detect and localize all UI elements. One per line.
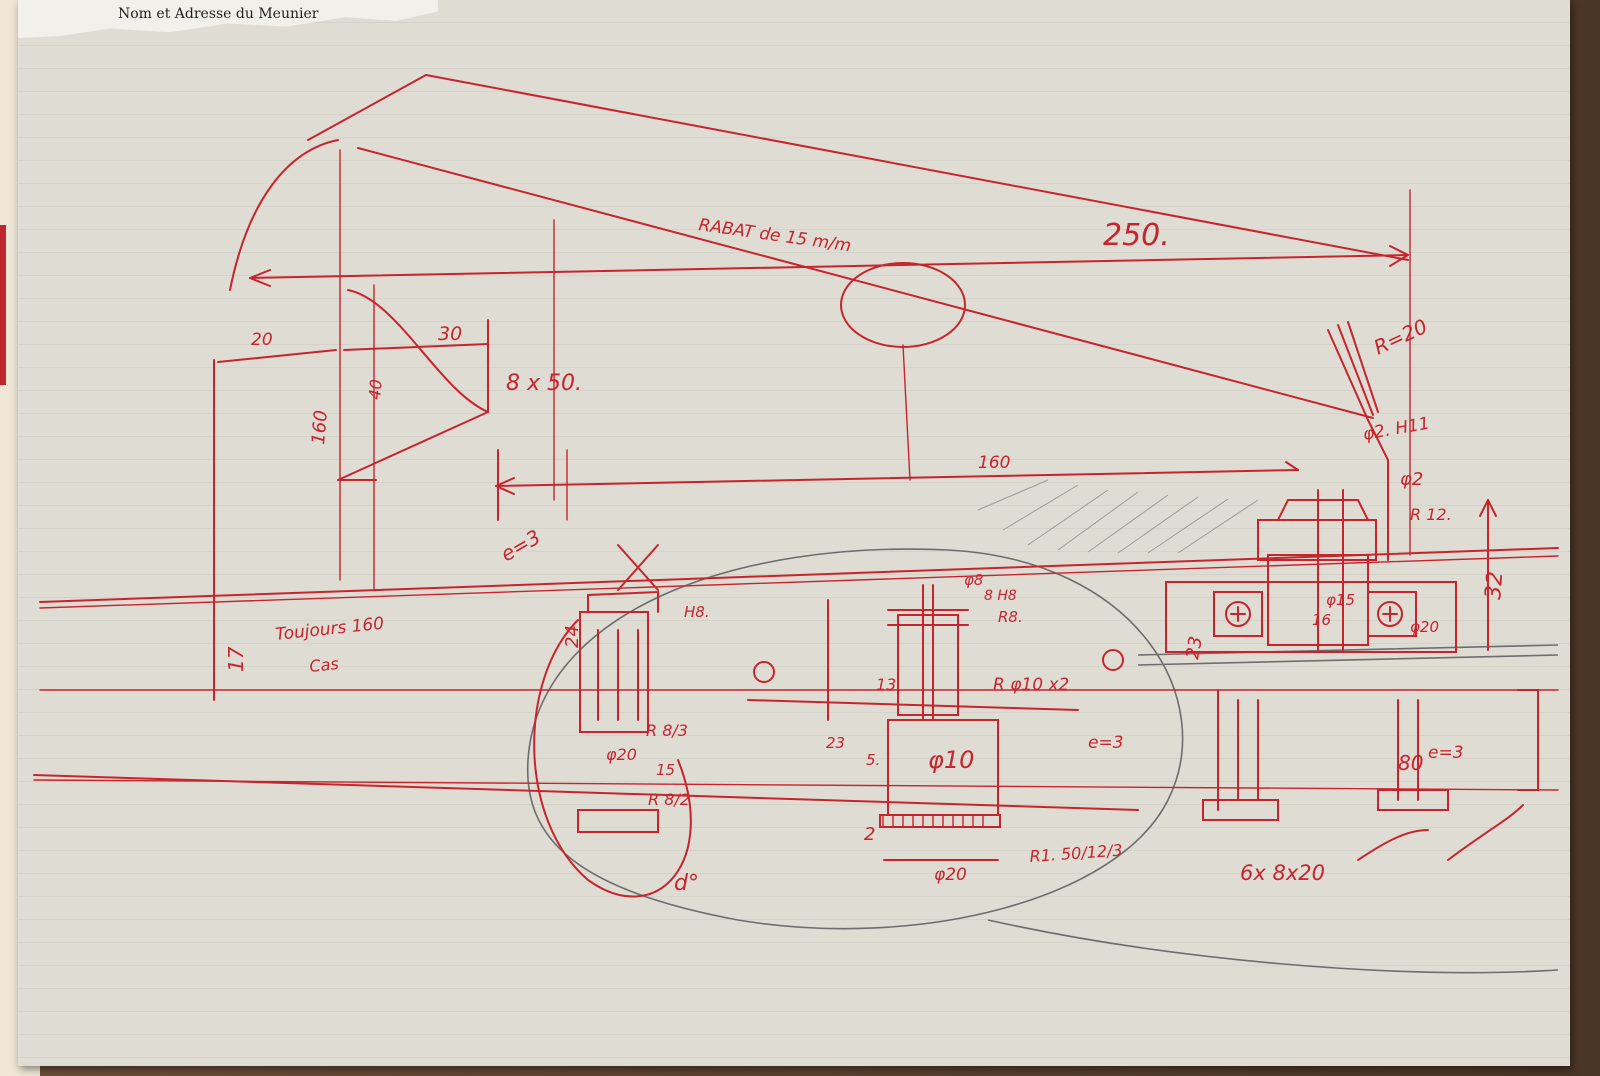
label-phi15: φ15 [1326, 591, 1355, 609]
label-phi8: φ8 [964, 571, 983, 589]
form-header-text: Nom et Adresse du Meunier [118, 6, 319, 22]
label-r8: R8. [998, 608, 1023, 626]
label-toujours: Toujours 160 [274, 614, 385, 645]
label-15: 15 [656, 761, 675, 779]
label-r12: R 12. [1410, 505, 1452, 524]
form-header: Nom et Adresse du Meunier [118, 6, 318, 22]
label-80: 80 [1398, 751, 1423, 775]
label-23-left: 23 [826, 734, 845, 752]
label-phi10: φ10 [928, 746, 974, 774]
label-cas: Cas [308, 654, 339, 676]
red-book-edge [0, 225, 6, 385]
right-clamp [1165, 489, 1539, 861]
label-2: 2 [864, 824, 875, 845]
label-13: 13 [876, 675, 896, 694]
label-e3-mid: e=3 [1088, 733, 1124, 753]
label-bolts-8x50: 8 x 50. [506, 371, 582, 396]
center-bracket [747, 584, 1124, 861]
label-e3-right: e=3 [1428, 743, 1464, 763]
label-bolts-6x8x20: 6x 8x20 [1240, 861, 1325, 885]
label-30: 30 [438, 323, 462, 345]
label-h8-b: 8 H8 [984, 588, 1017, 604]
pencil-marks [526, 479, 1559, 974]
label-20: 20 [251, 330, 273, 350]
label-h8: H8. [684, 603, 710, 621]
label-r8-3: R 8/3 [646, 721, 688, 740]
label-160-v: 160 [308, 409, 332, 445]
label-r10x2: R φ10 x2 [993, 675, 1069, 695]
technical-sketch: RABAT de 15 m/m 250. 20 30 160 40 8 x 50… [33, 74, 1559, 974]
label-24: 24 [562, 625, 583, 648]
left-bracket [533, 544, 692, 898]
ink-geometry [33, 74, 1559, 811]
paper-sheet: Nom et Adresse du Meunier [18, 0, 1570, 1066]
label-e3-top: e=3 [497, 525, 545, 567]
label-deg: d° [674, 871, 699, 896]
label-5: 5. [866, 751, 880, 769]
label-rabat: RABAT de 15 m/m [697, 215, 852, 256]
label-40: 40 [365, 378, 386, 400]
label-phi2: φ2 [1400, 469, 1423, 490]
label-phi20-right: φ20 [1410, 618, 1439, 636]
label-phi20-left: φ20 [606, 745, 637, 764]
label-r20: R=20 [1370, 314, 1431, 359]
label-17: 17 [224, 646, 248, 672]
label-r8-2: R 8/2 [648, 790, 690, 809]
label-250: 250. [1103, 218, 1170, 253]
label-23-right: 23 [1182, 635, 1207, 661]
label-160-h: 160 [978, 453, 1010, 473]
label-32: 32 [1481, 570, 1508, 600]
label-16: 16 [1312, 611, 1331, 629]
label-phi20-bottom: φ20 [934, 865, 967, 885]
